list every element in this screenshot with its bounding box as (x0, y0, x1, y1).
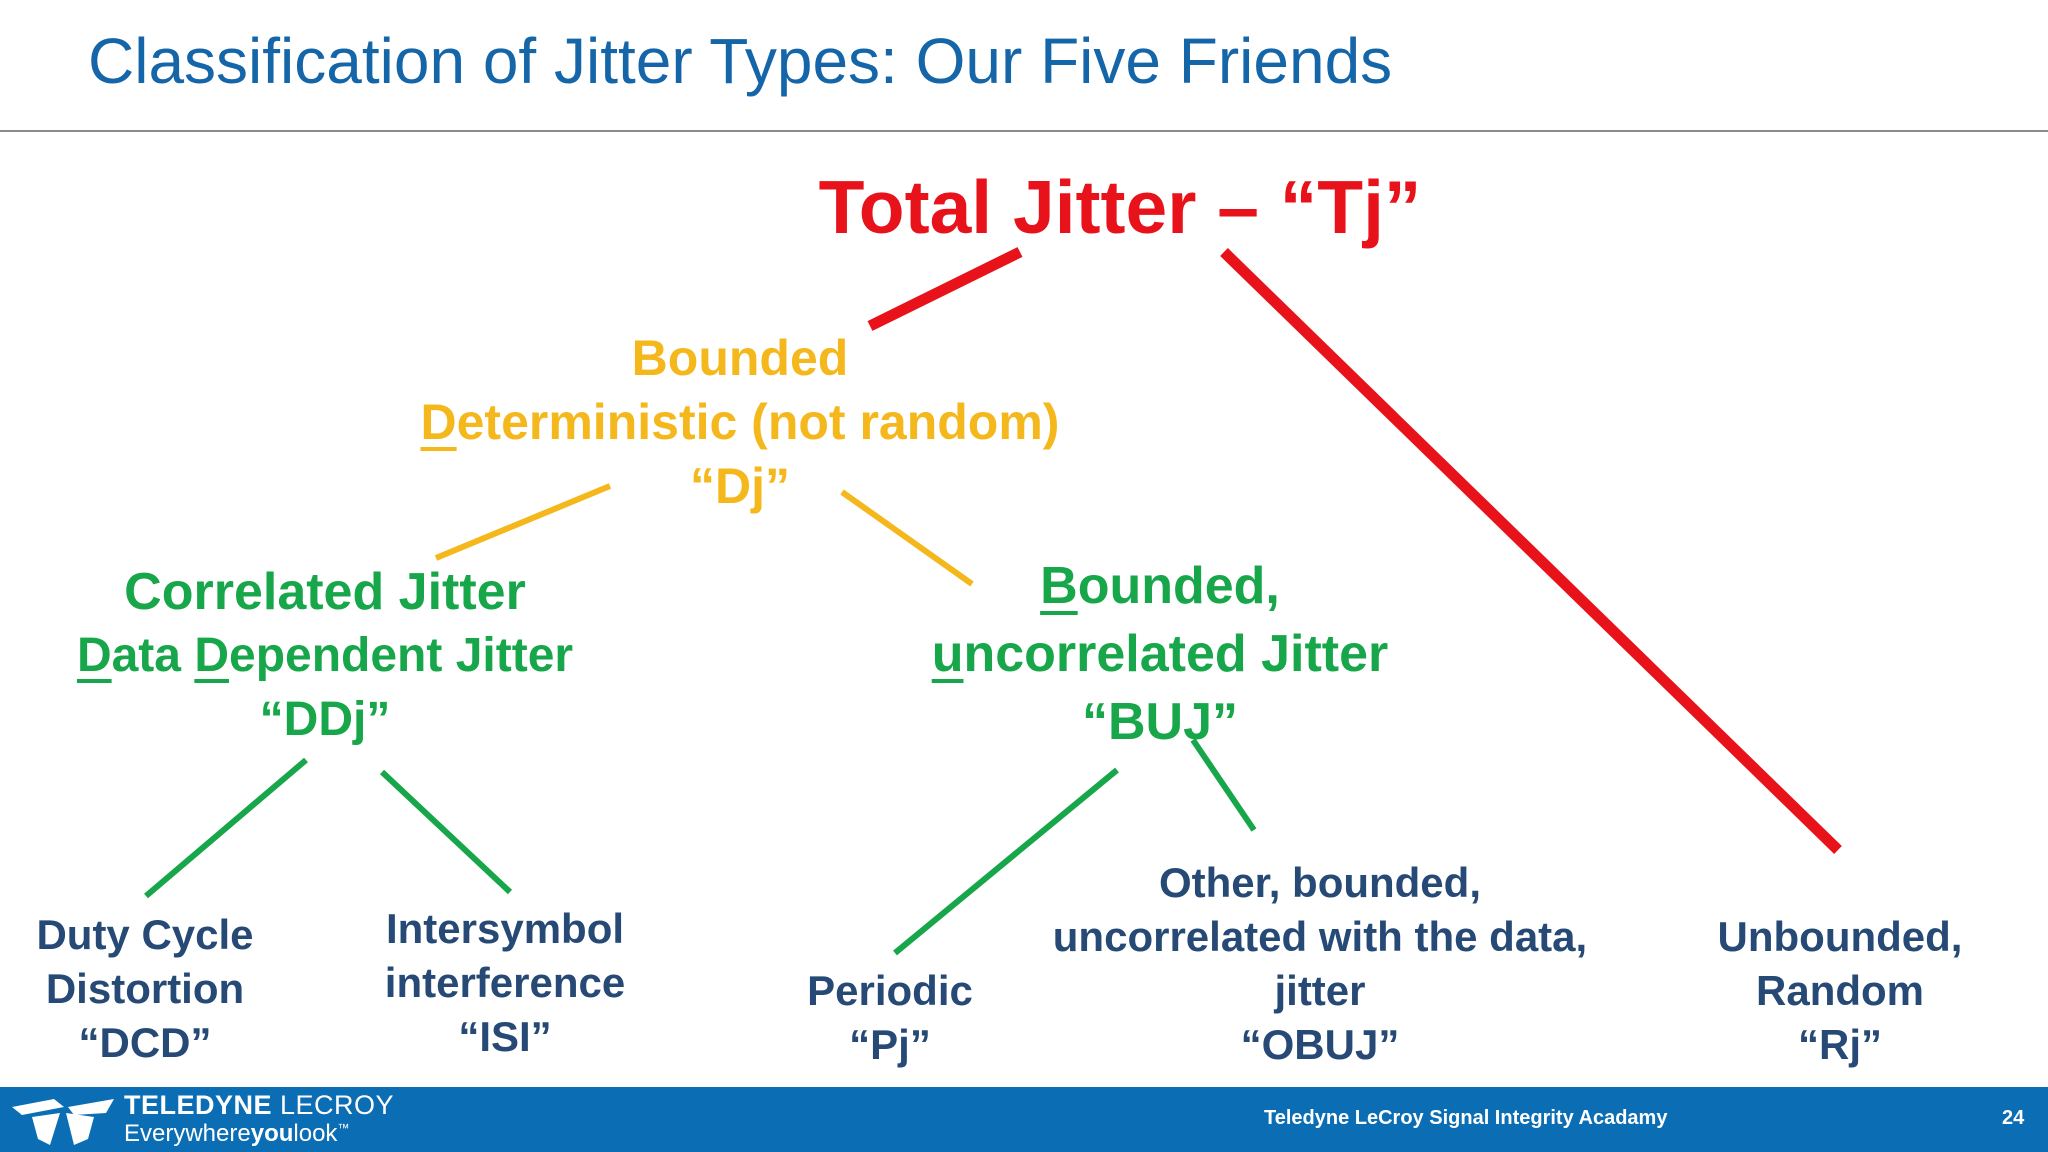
connector-ddj-isi (379, 769, 513, 895)
node-rj: Unbounded, Random “Rj” (1717, 913, 1963, 1068)
page-number: 24 (2002, 1107, 2025, 1129)
brand-tagline: Everywhereyoulook™ (124, 1120, 350, 1147)
connector-buj-obuj (1190, 738, 1257, 832)
node-bounded-uncorrelated-jitter: Bounded, uncorrelated Jitter “BUJ” (931, 557, 1389, 751)
node-dcd: Duty Cycle Distortion “DCD” (36, 911, 254, 1066)
brand-name: TELEDYNE LECROY (124, 1090, 395, 1120)
connector-buj-pj (893, 767, 1119, 956)
node-pj: Periodic “Pj” (807, 967, 973, 1068)
node-total-jitter: Total Jitter – “Tj” (818, 165, 1422, 249)
node-isi: Intersymbol interference “ISI” (384, 905, 626, 1060)
slide-title: Classification of Jitter Types: Our Five… (88, 25, 1393, 97)
footer-academy-label: Teledyne LeCroy Signal Integrity Acadamy (1264, 1107, 1668, 1129)
connector-dj-ddj (434, 483, 612, 561)
connector-tj-rj (1220, 248, 1842, 854)
connector-dj-buj (840, 489, 974, 587)
node-obuj: Other, bounded, uncorrelated with the da… (1052, 859, 1588, 1068)
title-divider (0, 130, 2048, 132)
connector-ddj-dcd (144, 757, 308, 899)
connector-tj-dj (867, 247, 1023, 331)
footer-bar: TELEDYNE LECROY Everywhereyoulook™ Teled… (0, 1087, 2048, 1152)
node-deterministic-jitter: Bounded Deterministic (not random) “Dj” (420, 330, 1060, 514)
teledyne-logo-icon (12, 1099, 114, 1145)
node-data-dependent-jitter: Correlated Jitter Data Dependent Jitter … (76, 563, 574, 746)
